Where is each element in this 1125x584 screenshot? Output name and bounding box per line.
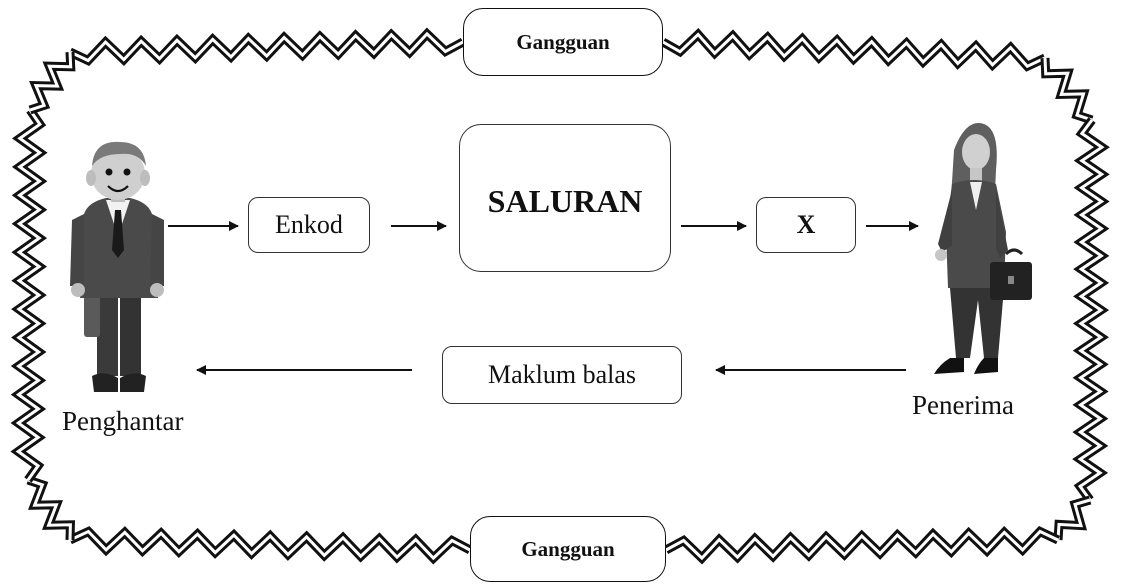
receiver-woman-figure [934, 123, 1032, 374]
sender-man-figure [70, 141, 164, 392]
channel-label: SALURAN [487, 183, 643, 219]
noise-box-top: Gangguan [463, 8, 663, 76]
decode-box: X [756, 197, 856, 253]
feedback-label: Maklum balas [487, 360, 637, 389]
noise-label-top: Gangguan [516, 29, 610, 54]
noise-box-bottom: Gangguan [470, 516, 666, 582]
noise-label-bottom: Gangguan [521, 536, 615, 561]
encode-box: Enkod [248, 197, 370, 253]
receiver-label: Penerima [912, 390, 1014, 420]
decode-label: X [796, 210, 816, 239]
sender-label: Penghantar [62, 406, 183, 436]
noise-zigzag-border [10, 27, 1110, 565]
encode-label: Enkod [275, 210, 343, 239]
channel-box: SALURAN [459, 124, 671, 272]
feedback-box: Maklum balas [442, 346, 682, 404]
